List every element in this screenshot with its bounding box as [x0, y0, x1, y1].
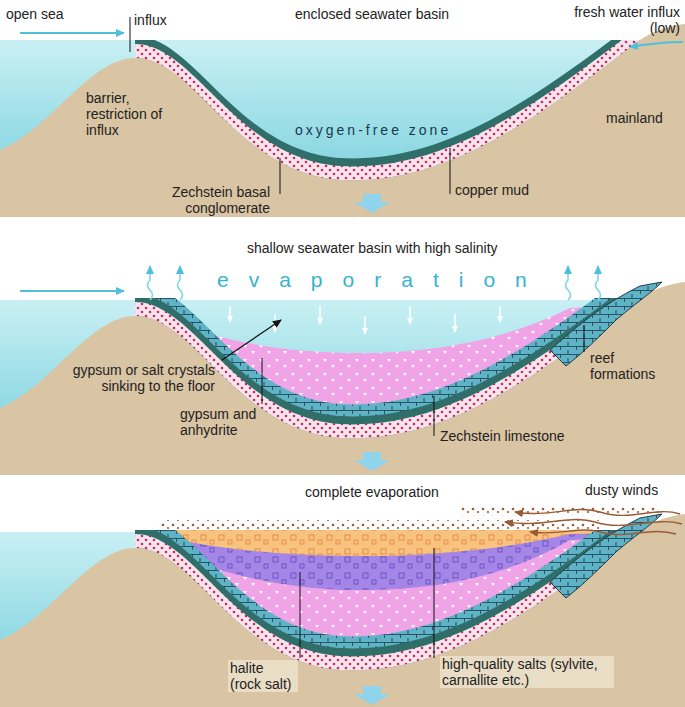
sinking-crystal-arrows — [230, 306, 500, 334]
feature-label: barrier, restriction of influx — [86, 90, 186, 138]
leader-line — [584, 325, 585, 352]
influx-arrow — [20, 290, 124, 292]
basin-layers — [0, 264, 685, 475]
layer-label: high-quality salts (sylvite, carnallite … — [440, 656, 614, 688]
dust-deposit — [160, 520, 600, 529]
region-label: mainland — [606, 110, 663, 126]
ground — [0, 514, 685, 707]
panel-complete-evaporation — [0, 496, 685, 707]
zone-label: oxygen-free zone — [295, 122, 451, 138]
flow-label: influx — [134, 12, 167, 28]
dusty-wind-lines — [505, 509, 682, 534]
panel-heading: enclosed seawater basin — [295, 6, 449, 22]
process-label: gypsum or salt crystals sinking to the f… — [55, 362, 215, 394]
panel-enclosed-basin — [0, 17, 685, 217]
layer-label: copper mud — [455, 182, 529, 198]
pointer-arrow — [222, 320, 281, 360]
panel-evaporation — [0, 264, 685, 475]
evaporation-arrows — [148, 266, 601, 300]
leader-line — [434, 548, 435, 658]
layer-label: gypsum and anhydrite — [180, 406, 262, 438]
layer-label: Zechstein limestone — [440, 428, 565, 444]
layer-label: Zechstein basal conglomerate — [160, 184, 270, 216]
panel-heading: complete evaporation — [305, 484, 439, 500]
leader-line — [262, 358, 263, 404]
leader-line — [130, 17, 131, 52]
leader-line — [434, 396, 435, 436]
region-label: open sea — [6, 6, 64, 22]
basin-layers — [0, 496, 685, 707]
leader-line — [450, 148, 451, 194]
leader-line — [300, 572, 301, 658]
feature-label: reef formations — [590, 350, 672, 382]
process-label: dusty winds — [585, 482, 658, 498]
process-label: evaporation — [217, 268, 547, 292]
leader-line — [280, 158, 281, 194]
influx-arrow — [20, 32, 124, 34]
ground — [0, 282, 685, 475]
flow-label: fresh water influx (low) — [552, 4, 680, 36]
ground — [0, 24, 685, 217]
panel-heading: shallow seawater basin with high salinit… — [247, 240, 498, 256]
fresh-water-arrow — [630, 42, 683, 47]
layer-label: halite (rock salt) — [228, 660, 298, 692]
